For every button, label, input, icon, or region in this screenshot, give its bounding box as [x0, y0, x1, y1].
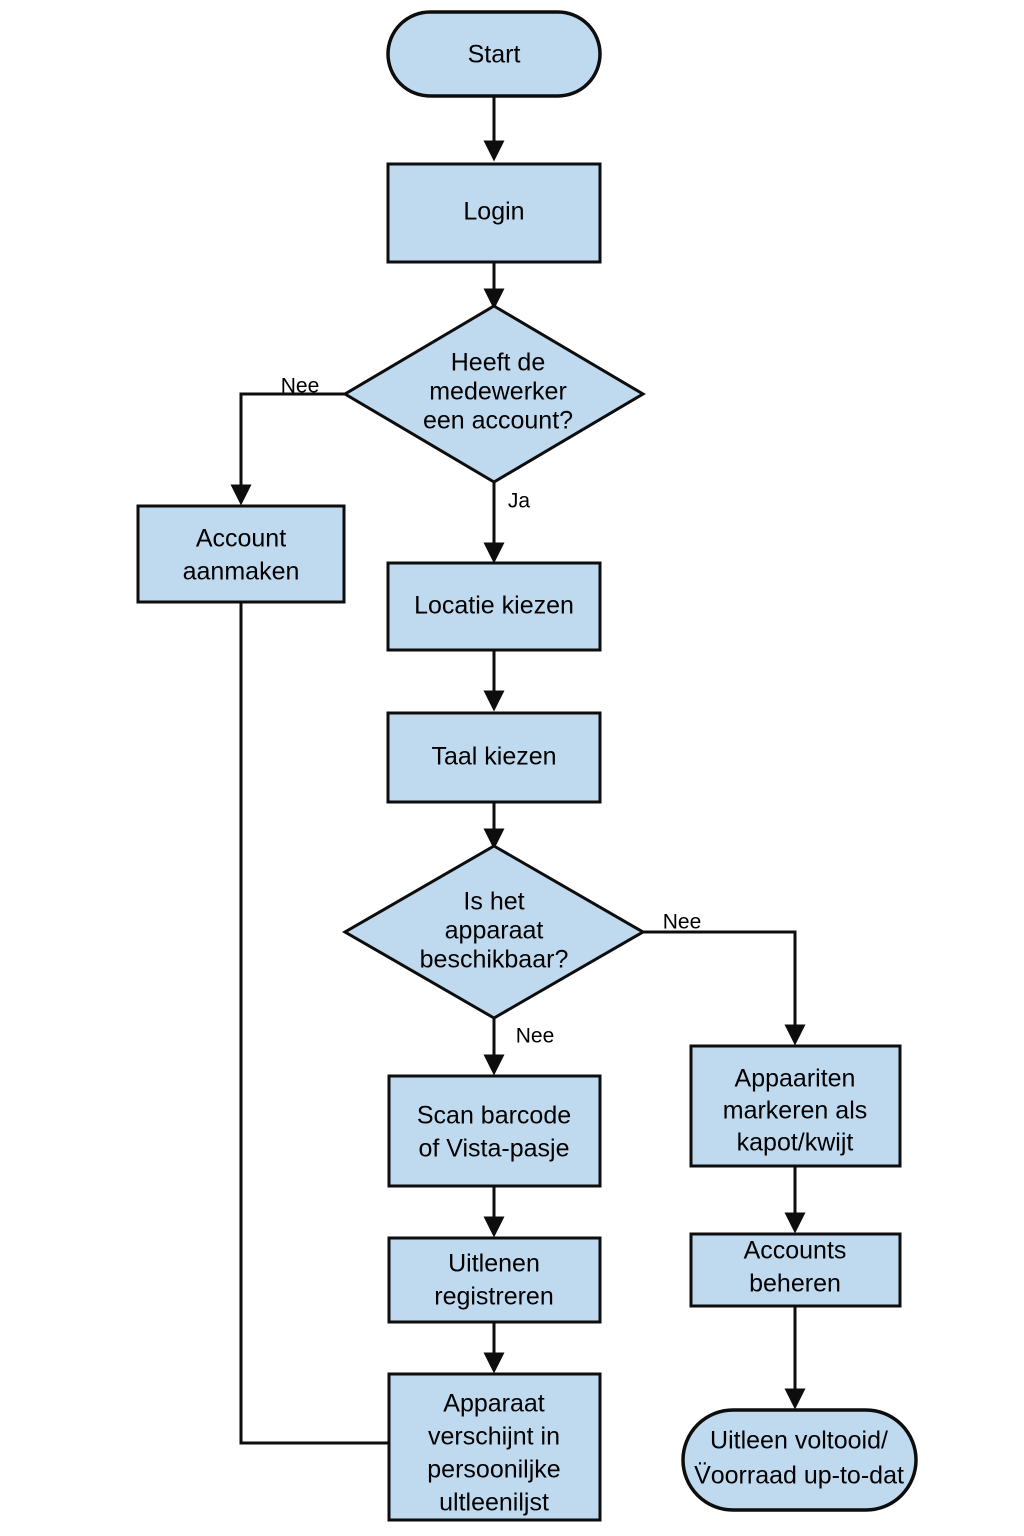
- decision-apparaat-line-2: apparaat: [445, 917, 544, 945]
- accounts-beheren-line-2: beheren: [749, 1270, 841, 1298]
- node-decision-account[interactable]: Heeft de medewerker een account?: [342, 304, 646, 484]
- start-label: Start: [468, 41, 521, 69]
- account-aanmaken-line-2: aanmaken: [183, 558, 300, 586]
- markeren-kapot-kwijt-shape[interactable]: [689, 1044, 902, 1168]
- markeren-line-2: markeren als: [723, 1097, 868, 1125]
- node-scan-barcode[interactable]: Scan barcode of Vista-pasje: [387, 1074, 602, 1188]
- connector-account-aanmaken-to-verschijnt: [239, 602, 389, 1445]
- apparaat-verschijnt-shape[interactable]: [387, 1372, 602, 1522]
- uitlenen-registreren-line-1: Uitlenen: [448, 1250, 540, 1278]
- node-end[interactable]: Uitleen voltooid/ V̈oorraad up-to-dat: [681, 1408, 918, 1512]
- account-aanmaken-shape[interactable]: [136, 504, 346, 604]
- decision-account-line-3: een account?: [423, 407, 573, 435]
- node-start[interactable]: Start: [386, 10, 602, 98]
- node-locatie-kiezen[interactable]: Locatie kiezen: [386, 561, 602, 652]
- markeren-line-3: kapot/kwijt: [737, 1129, 854, 1157]
- accounts-beheren-shape[interactable]: [689, 1232, 902, 1308]
- end-shape[interactable]: [681, 1408, 918, 1512]
- node-apparaat-verschijnt[interactable]: Apparaat verschijnt in persooniljke ultl…: [387, 1372, 602, 1522]
- end-line-2: V̈oorraad up-to-dat: [694, 1462, 904, 1490]
- end-line-1: Uitleen voltooid/: [710, 1427, 888, 1455]
- decision-apparaat-line-3: beschikbaar?: [420, 946, 569, 974]
- accounts-beheren-line-1: Accounts: [744, 1237, 847, 1265]
- decision-apparaat-line-1: Is het: [463, 888, 524, 916]
- uitlenen-registreren-line-2: registreren: [434, 1283, 554, 1311]
- login-label: Login: [463, 198, 524, 226]
- edge-label-apparaat-nee-right: Nee: [663, 911, 702, 934]
- node-login[interactable]: Login: [386, 162, 602, 264]
- taal-kiezen-shape[interactable]: [386, 711, 602, 804]
- edge-label-layer: Nee Ja Nee Nee: [281, 375, 702, 1048]
- apparaat-verschijnt-line-3: persooniljke: [427, 1456, 560, 1484]
- scan-barcode-shape[interactable]: [387, 1074, 602, 1188]
- scan-barcode-line-1: Scan barcode: [417, 1102, 571, 1130]
- node-uitlenen-registreren[interactable]: Uitlenen registreren: [387, 1236, 602, 1324]
- scan-barcode-line-2: of Vista-pasje: [418, 1135, 569, 1163]
- decision-account-line-1: Heeft de: [451, 349, 546, 377]
- login-shape[interactable]: [386, 162, 602, 264]
- locatie-kiezen-shape[interactable]: [386, 561, 602, 652]
- edge-label-account-nee: Nee: [281, 375, 320, 398]
- account-aanmaken-line-1: Account: [196, 525, 286, 553]
- connector-layer: [230, 96, 806, 1445]
- apparaat-verschijnt-line-4: ultleeniljst: [439, 1489, 549, 1517]
- node-taal-kiezen[interactable]: Taal kiezen: [386, 711, 602, 804]
- edge-label-account-ja: Ja: [508, 490, 531, 513]
- start-shape[interactable]: [386, 10, 602, 98]
- apparaat-verschijnt-line-2: verschijnt in: [428, 1423, 560, 1451]
- decision-account-line-2: medewerker: [429, 378, 567, 406]
- connector-decision-account-nee-to-account-aanmaken: [230, 392, 345, 506]
- node-account-aanmaken[interactable]: Account aanmaken: [136, 504, 346, 604]
- decision-apparaat-shape[interactable]: [341, 844, 647, 1020]
- uitlenen-registreren-shape[interactable]: [387, 1236, 602, 1324]
- apparaat-verschijnt-line-1: Apparaat: [443, 1390, 545, 1418]
- locatie-kiezen-label: Locatie kiezen: [414, 592, 574, 620]
- decision-account-shape[interactable]: [342, 304, 646, 484]
- edge-label-apparaat-nee-down: Nee: [516, 1025, 555, 1048]
- node-markeren-kapot-kwijt[interactable]: Appaariten markeren als kapot/kwijt: [689, 1044, 902, 1168]
- connector-decision-apparaat-nee-right-to-markeren: [643, 930, 806, 1046]
- markeren-line-1: Appaariten: [735, 1065, 856, 1093]
- node-accounts-beheren[interactable]: Accounts beheren: [689, 1232, 902, 1308]
- taal-kiezen-label: Taal kiezen: [431, 743, 556, 771]
- node-decision-apparaat[interactable]: Is het apparaat beschikbaar?: [341, 844, 647, 1020]
